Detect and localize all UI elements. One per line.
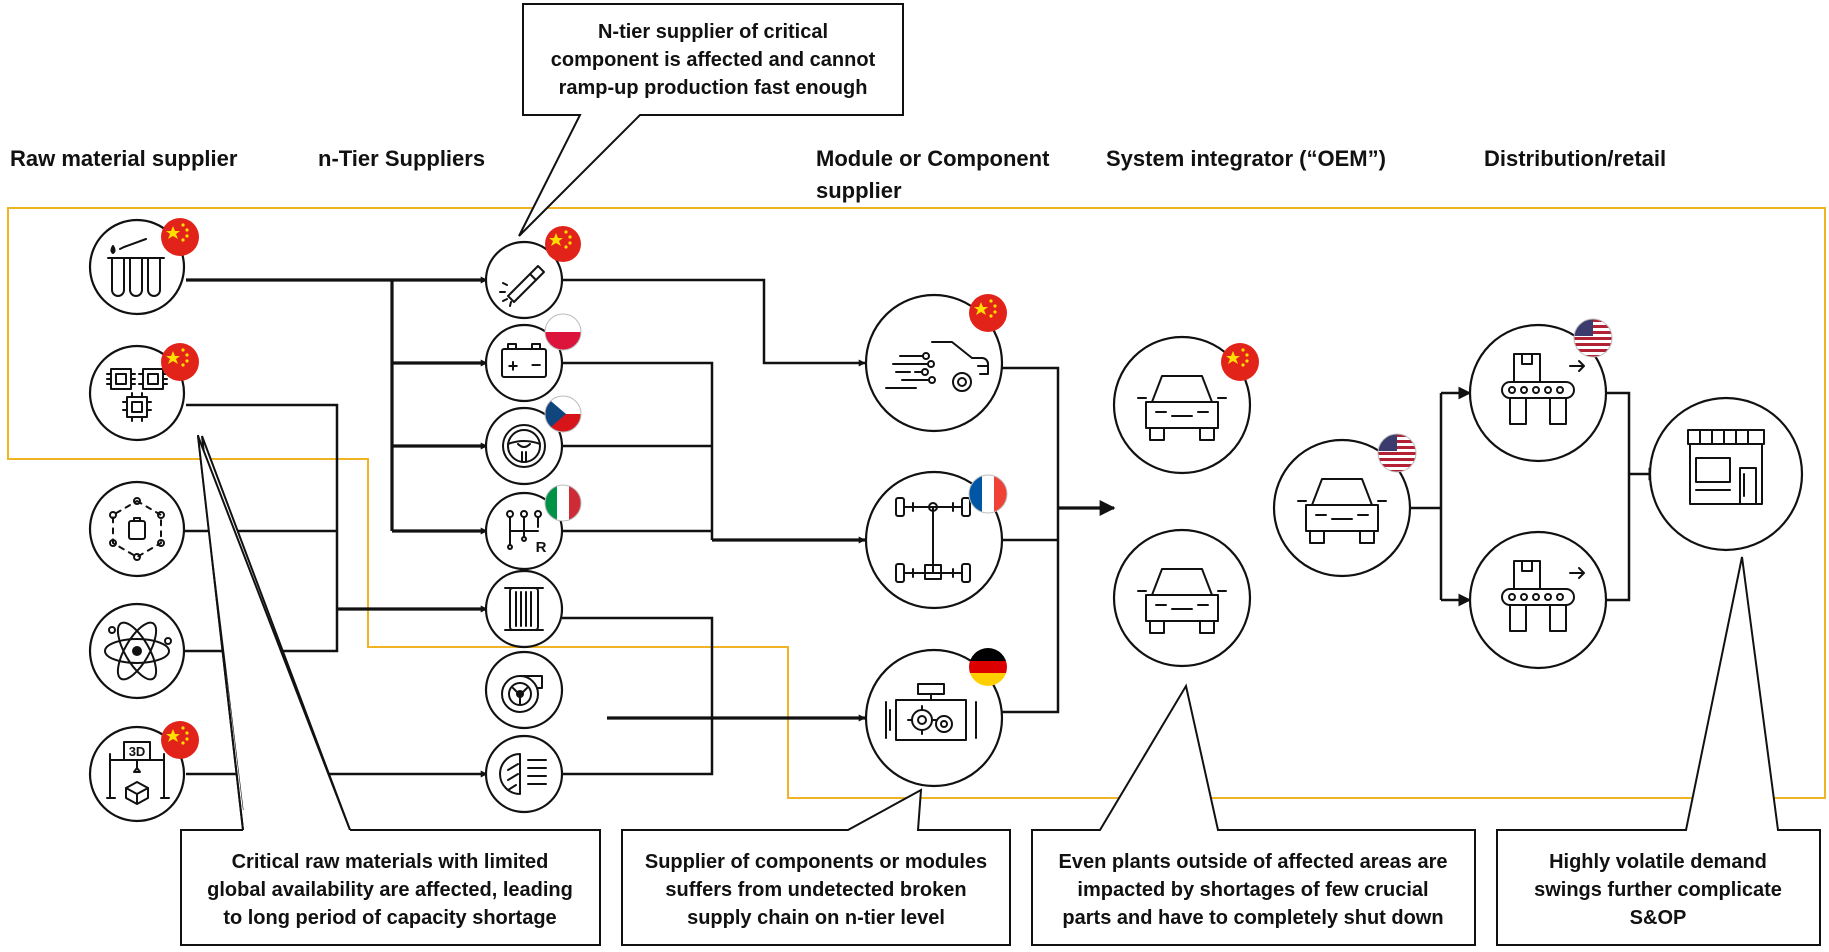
header-oem: System integrator (“OEM”) (1106, 146, 1386, 171)
ntier-node-filter (484, 569, 564, 649)
header-module-line1: Module or Component (816, 146, 1050, 171)
callout-oem-line2: impacted by shortages of few crucial (1077, 879, 1428, 901)
dist-node-store (1648, 396, 1804, 552)
ntier-node-battery: + − (484, 313, 582, 403)
molecule-battery-icon (109, 497, 165, 561)
callout-module-line2: suffers from undetected broken (665, 879, 966, 901)
callout-top-line3: ramp-up production fast enough (559, 77, 868, 99)
3d-label: 3D (129, 744, 146, 759)
flag-united-states (1377, 433, 1417, 473)
callout-top: N-tier supplier of critical component is… (518, 3, 904, 237)
callout-module-line3: supply chain on n-tier level (687, 907, 945, 929)
flag-france (968, 474, 1008, 514)
raw-node-chips (88, 343, 199, 442)
engine-icon (885, 683, 977, 741)
flag-germany (969, 648, 1007, 686)
car-icon (1297, 478, 1387, 544)
flag-china (969, 294, 1007, 332)
flag-china (161, 218, 199, 256)
car-icon (1137, 375, 1227, 441)
battery-plus: + (508, 356, 519, 376)
callout-raw: Critical raw materials with limited glob… (180, 434, 601, 946)
raw-node-molecule (88, 480, 186, 578)
callout-oem-line1: Even plants outside of affected areas ar… (1058, 851, 1447, 873)
column-headers: Raw material supplier n-Tier Suppliers M… (10, 146, 1666, 203)
gear-shift-icon (506, 510, 542, 550)
oem-node-china (1112, 335, 1259, 475)
callout-dist-line1: Highly volatile demand (1549, 851, 1767, 873)
conveyor-icon (1501, 560, 1585, 632)
oem-node-usa (1272, 433, 1417, 578)
dist-node-conveyor-bottom (1468, 530, 1608, 670)
callout-dist: Highly volatile demand swings further co… (1496, 556, 1821, 946)
callout-dist-line2: swings further complicate (1534, 879, 1782, 901)
store-icon (1687, 429, 1765, 505)
ntier-node-turbo (484, 650, 564, 730)
flag-china (161, 721, 199, 759)
callout-module-line1: Supplier of components or modules (645, 851, 987, 873)
callout-top-line2: component is affected and cannot (551, 49, 876, 71)
ntier-node-gear-shift: R (484, 484, 582, 571)
battery-minus: − (531, 355, 542, 375)
callout-top-line1: N-tier supplier of critical (598, 21, 828, 43)
header-module-line2: supplier (816, 178, 902, 203)
raw-node-3d-printer: 3D (88, 721, 199, 823)
flag-united-states (1573, 318, 1613, 358)
ntier-node-steering (484, 395, 582, 486)
steering-wheel-icon (502, 424, 546, 468)
spark-plug-icon (499, 265, 545, 307)
affected-region-outline (7, 207, 1826, 799)
car-icon (1137, 568, 1227, 634)
atom-icon (104, 621, 172, 681)
flag-china (1221, 343, 1259, 381)
callout-raw-line2: global availability are affected, leadin… (207, 879, 573, 901)
header-raw-material: Raw material supplier (10, 146, 238, 171)
headlight-icon (499, 753, 547, 795)
callout-dist-line3: S&OP (1630, 907, 1687, 929)
raw-node-test-tubes (88, 218, 199, 316)
ntier-node-headlight (484, 734, 564, 814)
turbo-icon (501, 675, 543, 713)
callout-oem: Even plants outside of affected areas ar… (1031, 683, 1476, 946)
ntier-node-spark-plug (484, 226, 581, 320)
filter-icon (504, 587, 544, 631)
flag-poland (544, 313, 582, 351)
oem-node-plain (1112, 528, 1252, 668)
callout-raw-line1: Critical raw materials with limited (232, 851, 549, 873)
dist-node-conveyor-top (1468, 318, 1613, 463)
flag-italy (544, 484, 582, 522)
car-electronics-icon (885, 341, 989, 392)
flag-china (545, 226, 581, 262)
module-node-chassis (864, 470, 1008, 610)
callout-module: Supplier of components or modules suffer… (621, 788, 1011, 946)
chips-icon (106, 368, 168, 422)
conveyor-icon (1501, 353, 1585, 425)
header-n-tier: n-Tier Suppliers (318, 146, 485, 171)
header-distribution: Distribution/retail (1484, 146, 1666, 171)
3d-printer-icon (106, 741, 170, 805)
module-node-engine (864, 648, 1007, 788)
battery-icon (501, 343, 547, 378)
module-node-electronics (864, 293, 1007, 433)
chassis-icon (895, 497, 971, 583)
gear-reverse-label: R (536, 539, 547, 556)
flag-czech-republic (544, 395, 582, 433)
callout-raw-line3: to long period of capacity shortage (223, 907, 556, 929)
raw-node-atom (88, 602, 186, 700)
callout-oem-line3: parts and have to completely shut down (1062, 907, 1443, 929)
flag-china (161, 343, 199, 381)
test-tubes-icon (107, 238, 165, 297)
